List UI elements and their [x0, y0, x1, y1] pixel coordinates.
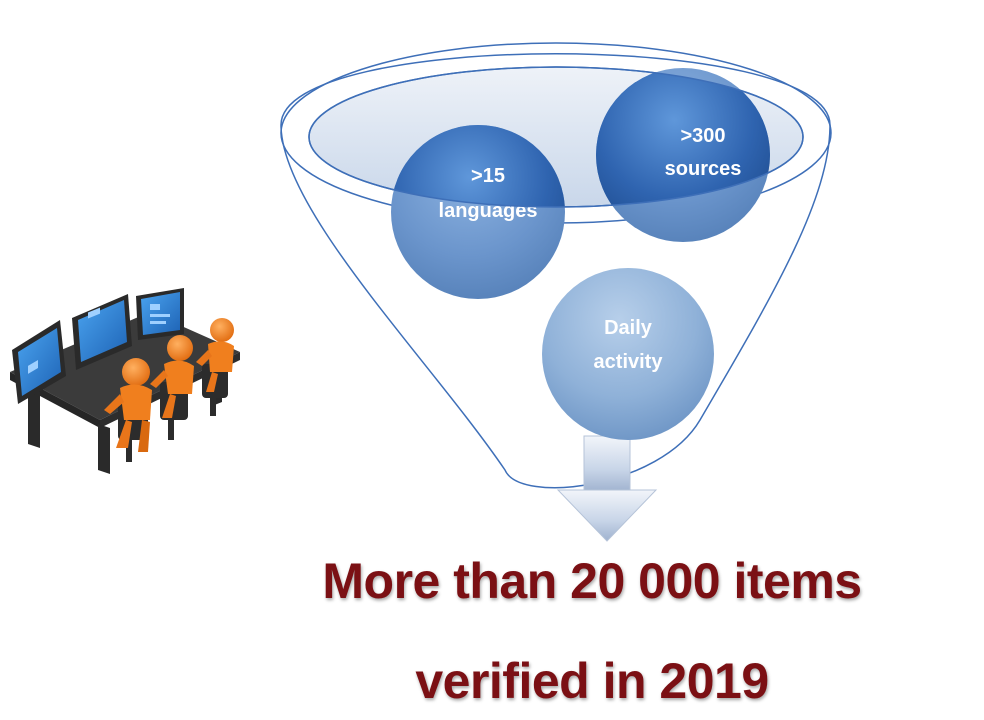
circle-label-line1: Daily — [604, 317, 653, 339]
circle-label-line2: languages — [439, 200, 538, 222]
circle-label-line1: >15 — [471, 165, 505, 187]
headline-line-1: More than 20 000 items — [322, 553, 862, 609]
headline-line-2: verified in 2019 — [415, 653, 769, 709]
down-arrow-icon — [556, 435, 658, 542]
circle-label-line1: >300 — [680, 125, 725, 147]
circle-label-line2: sources — [665, 158, 742, 180]
operators-at-monitors-icon — [10, 288, 240, 474]
funnel-outline — [280, 53, 831, 489]
circle-sources: >300 sources — [596, 68, 770, 242]
circle-languages: >15 languages — [391, 125, 565, 299]
circle-label-line2: activity — [594, 351, 664, 373]
circle-daily-activity: Daily activity — [542, 268, 714, 440]
